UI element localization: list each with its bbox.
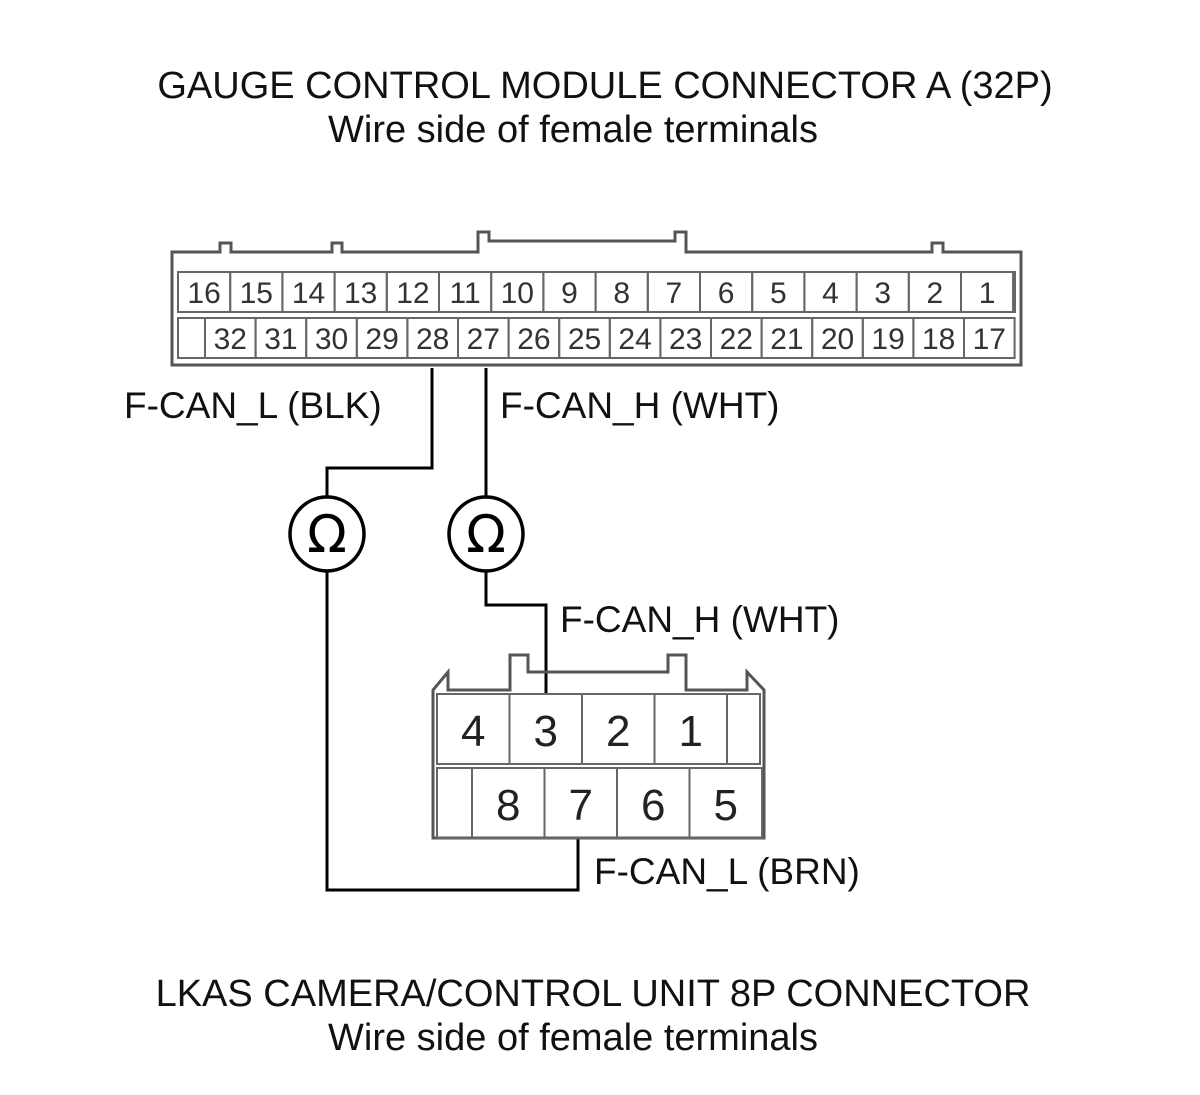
connector-b-subtitle: Wire side of female terminals [328, 1017, 818, 1059]
ohmmeter-can-h-circle [447, 495, 525, 573]
connector-a-pin-label: 16 [187, 277, 220, 310]
a-can-h-label: F-CAN_H (WHT) [500, 385, 780, 426]
connector-a-pin-label: 11 [450, 277, 481, 310]
connector-a-pin-label: 30 [315, 323, 348, 356]
connector-a-pin-label: 15 [240, 277, 273, 310]
connector-a-pin-label: 7 [666, 277, 683, 310]
connector-a-pin-cell [963, 317, 1016, 359]
connector-a-pin-label: 28 [416, 323, 449, 356]
connector-a-pin-label: 4 [822, 277, 839, 310]
connector-a-pin-label: 10 [501, 277, 534, 310]
connector-b-title: LKAS CAMERA/CONTROL UNIT 8P CONNECTOR [156, 973, 1031, 1015]
connector-a-pin-label: 5 [770, 277, 787, 310]
connector-a-pin-label: 29 [365, 323, 398, 356]
connector-b-pin-label: 3 [534, 707, 558, 756]
b-can-h-label: F-CAN_H (WHT) [560, 599, 840, 640]
connector-a-pin-label: 26 [517, 323, 550, 356]
test-wires [325, 368, 580, 892]
connector-a-blank-cell [177, 317, 206, 359]
connector-a-pin-label: 18 [922, 323, 955, 356]
connector-a-pin-label: 22 [720, 323, 753, 356]
connector-a-pin-label: 24 [618, 323, 651, 356]
connector-a-pin-label: 1 [979, 277, 996, 310]
connector-a-pin-label: 13 [344, 277, 377, 310]
ohm-icon: Ω [307, 505, 347, 565]
connector-a-pin-label: 21 [770, 323, 803, 356]
connector-a-pin-label: 2 [927, 277, 944, 310]
connector-b-pin-label: 1 [679, 707, 703, 756]
connector-b-pin-label: 4 [461, 707, 485, 756]
connector-b-blank-cell [436, 767, 473, 839]
connector-a-pin-label: 20 [821, 323, 854, 356]
ohm-icon: Ω [466, 505, 506, 565]
connector-b-pin-label: 7 [569, 781, 593, 830]
connector-a-pin-label: 23 [669, 323, 702, 356]
connector-a-subtitle: Wire side of female terminals [328, 109, 818, 151]
connector-a-housing [170, 230, 1023, 367]
connector-a-pin-label: 9 [561, 277, 578, 310]
can-l-wire [325, 368, 580, 892]
a-can-l-label: F-CAN_L (BLK) [124, 385, 382, 426]
connector-a-pin-label: 19 [871, 323, 904, 356]
connector-b-housing [431, 653, 766, 840]
connector-a-pin-label: 12 [396, 277, 429, 310]
connector-b-pin-label: 6 [641, 781, 665, 830]
connector-b-pin-label: 2 [606, 707, 630, 756]
connector-a-pin-label: 8 [613, 277, 630, 310]
connector-a-pin-label: 27 [467, 323, 500, 356]
b-can-l-label: F-CAN_L (BRN) [594, 851, 860, 892]
ohmmeter-can-h: Ω [447, 495, 525, 573]
connector-b-pin-label: 8 [496, 781, 520, 830]
connector-a-title: GAUGE CONTROL MODULE CONNECTOR A (32P) [157, 65, 1052, 107]
connector-a-pin-label: 17 [973, 323, 1006, 356]
connector-a-pin-label: 31 [264, 323, 297, 356]
connector-b-pin-label: 5 [714, 781, 738, 830]
connector-a-blank-cell [1012, 271, 1017, 313]
connector-a-pin-label: 32 [214, 323, 247, 356]
connector-a-pin-label: 6 [718, 277, 735, 310]
connector-b-pin-cell [688, 767, 763, 839]
connector-a-pin-label: 25 [568, 323, 601, 356]
ohmmeter-can-l-circle [288, 495, 366, 573]
connector-a-pin-label: 3 [874, 277, 891, 310]
connector-b-blank-cell [726, 693, 761, 765]
connector-a-pin-label: 14 [292, 277, 325, 310]
ohmmeter-can-l: Ω [288, 495, 366, 573]
can-h-wire [484, 368, 548, 693]
